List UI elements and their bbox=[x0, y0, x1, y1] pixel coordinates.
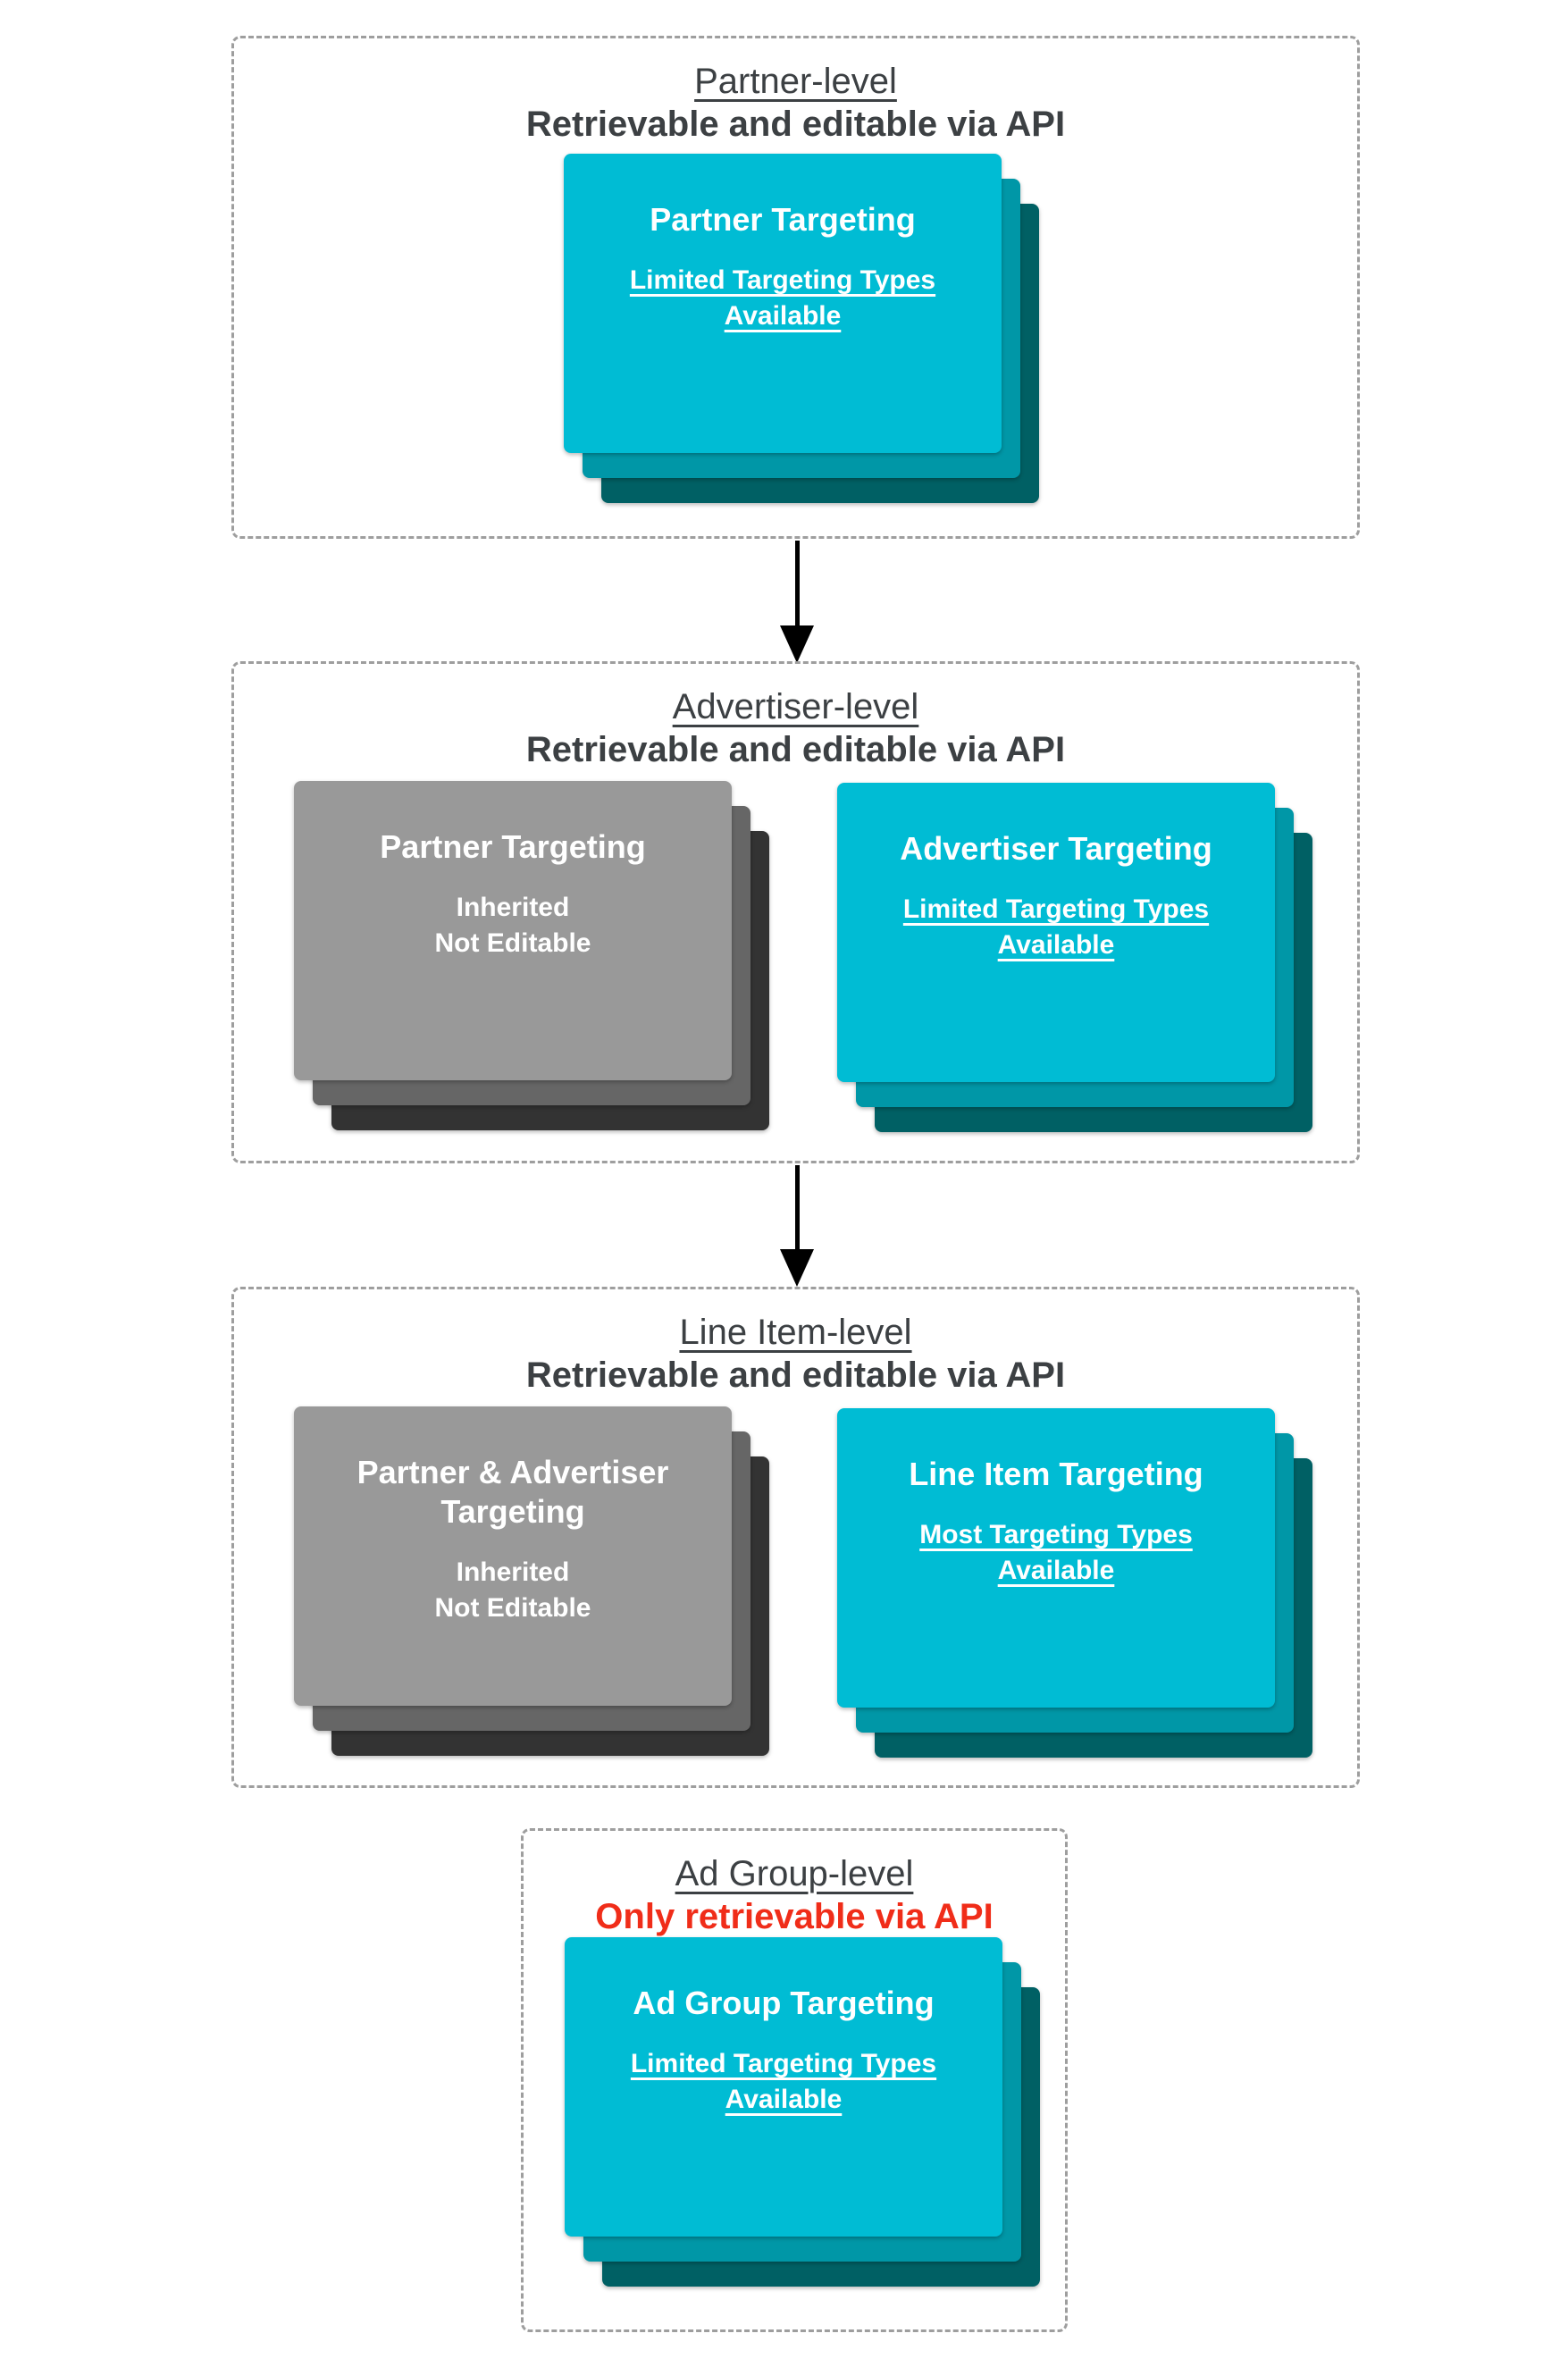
card-line-item-targeting: Line Item Targeting Most Targeting Types… bbox=[837, 1408, 1312, 1758]
card-title-line: Partner & Advertiser bbox=[356, 1454, 669, 1490]
card-subtitle: Limited Targeting Types Available bbox=[630, 263, 935, 334]
card-title: Partner & Advertiser Targeting bbox=[357, 1453, 669, 1532]
card-subtitle: Limited Targeting Types Available bbox=[631, 2046, 936, 2118]
card-front bbox=[294, 1406, 732, 1706]
section-advertiser-title: Advertiser-level bbox=[672, 687, 919, 726]
arrow-head bbox=[780, 1249, 814, 1287]
card-advertiser-targeting: Advertiser Targeting Limited Targeting T… bbox=[837, 783, 1312, 1132]
card-subtitle-line: Available bbox=[997, 1556, 1115, 1585]
down-arrow-icon bbox=[780, 1165, 814, 1287]
card-title-line: Ad Group Targeting bbox=[633, 1985, 935, 2021]
section-ad-group-header: Ad Group-level Only retrievable via API bbox=[524, 1831, 1065, 1938]
card-title-line: Line Item Targeting bbox=[909, 1456, 1203, 1492]
card-ad-group-targeting: Ad Group Targeting Limited Targeting Typ… bbox=[565, 1937, 1040, 2287]
card-partner-targeting-content: Partner Targeting Limited Targeting Type… bbox=[564, 154, 1002, 453]
card-subtitle-line: Available bbox=[997, 930, 1115, 960]
arrow-shaft bbox=[794, 1165, 800, 1249]
section-line-item-title: Line Item-level bbox=[679, 1313, 912, 1352]
card-title: Line Item Targeting bbox=[909, 1455, 1203, 1494]
section-partner-header: Partner-level Retrievable and editable v… bbox=[234, 38, 1357, 146]
section-ad-group-title: Ad Group-level bbox=[675, 1854, 914, 1893]
card-front bbox=[837, 1408, 1275, 1708]
card-inherited-partner-targeting: Partner Targeting Inherited Not Editable bbox=[294, 781, 769, 1130]
card-front bbox=[294, 781, 732, 1080]
down-arrow-icon bbox=[780, 541, 814, 663]
section-advertiser-header: Advertiser-level Retrievable and editabl… bbox=[234, 664, 1357, 771]
section-advertiser-note: Retrievable and editable via API bbox=[525, 730, 1066, 769]
card-subtitle-line: Available bbox=[724, 301, 842, 331]
card-front bbox=[564, 154, 1002, 453]
card-title-line: Partner Targeting bbox=[380, 828, 646, 865]
card-title: Advertiser Targeting bbox=[900, 829, 1212, 869]
card-subtitle: Limited Targeting Types Available bbox=[903, 892, 1209, 963]
card-subtitle-line: Limited Targeting Types bbox=[902, 894, 1210, 924]
section-partner-title: Partner-level bbox=[694, 62, 897, 101]
card-inherited-partner-content: Partner Targeting Inherited Not Editable bbox=[294, 781, 732, 1080]
card-subtitle: Inherited Not Editable bbox=[434, 1555, 591, 1626]
card-advertiser-targeting-content: Advertiser Targeting Limited Targeting T… bbox=[837, 783, 1275, 1082]
card-subtitle-line: Inherited bbox=[456, 1557, 570, 1587]
arrow-head bbox=[780, 625, 814, 663]
card-inherited-partner-advertiser-content: Partner & Advertiser Targeting Inherited… bbox=[294, 1406, 732, 1706]
card-ad-group-targeting-content: Ad Group Targeting Limited Targeting Typ… bbox=[565, 1937, 1002, 2237]
card-subtitle-line: Not Editable bbox=[434, 1593, 591, 1623]
card-subtitle: Inherited Not Editable bbox=[434, 890, 591, 961]
card-title: Partner Targeting bbox=[380, 827, 645, 867]
card-front bbox=[565, 1937, 1002, 2237]
card-subtitle-line: Not Editable bbox=[434, 928, 591, 958]
card-front bbox=[837, 783, 1275, 1082]
card-subtitle-line: Most Targeting Types bbox=[919, 1520, 1193, 1549]
card-title: Ad Group Targeting bbox=[633, 1984, 934, 2023]
card-title: Partner Targeting bbox=[650, 200, 915, 239]
section-partner-note: Retrievable and editable via API bbox=[525, 105, 1066, 144]
card-subtitle-line: Inherited bbox=[456, 893, 570, 922]
section-line-item-header: Line Item-level Retrievable and editable… bbox=[234, 1289, 1357, 1397]
card-partner-targeting: Partner Targeting Limited Targeting Type… bbox=[564, 154, 1039, 503]
card-subtitle: Most Targeting Types Available bbox=[919, 1517, 1193, 1589]
card-inherited-partner-advertiser-targeting: Partner & Advertiser Targeting Inherited… bbox=[294, 1406, 769, 1756]
card-title-line: Targeting bbox=[440, 1493, 585, 1530]
section-line-item-note: Retrievable and editable via API bbox=[525, 1356, 1066, 1395]
card-title-line: Advertiser Targeting bbox=[900, 830, 1212, 867]
card-subtitle-line: Limited Targeting Types bbox=[629, 265, 936, 295]
section-ad-group-note: Only retrievable via API bbox=[595, 1897, 994, 1936]
card-subtitle-line: Available bbox=[725, 2085, 843, 2114]
arrow-shaft bbox=[794, 541, 800, 625]
card-subtitle-line: Limited Targeting Types bbox=[630, 2049, 937, 2078]
card-title-line: Partner Targeting bbox=[650, 201, 916, 238]
card-line-item-targeting-content: Line Item Targeting Most Targeting Types… bbox=[837, 1408, 1275, 1708]
